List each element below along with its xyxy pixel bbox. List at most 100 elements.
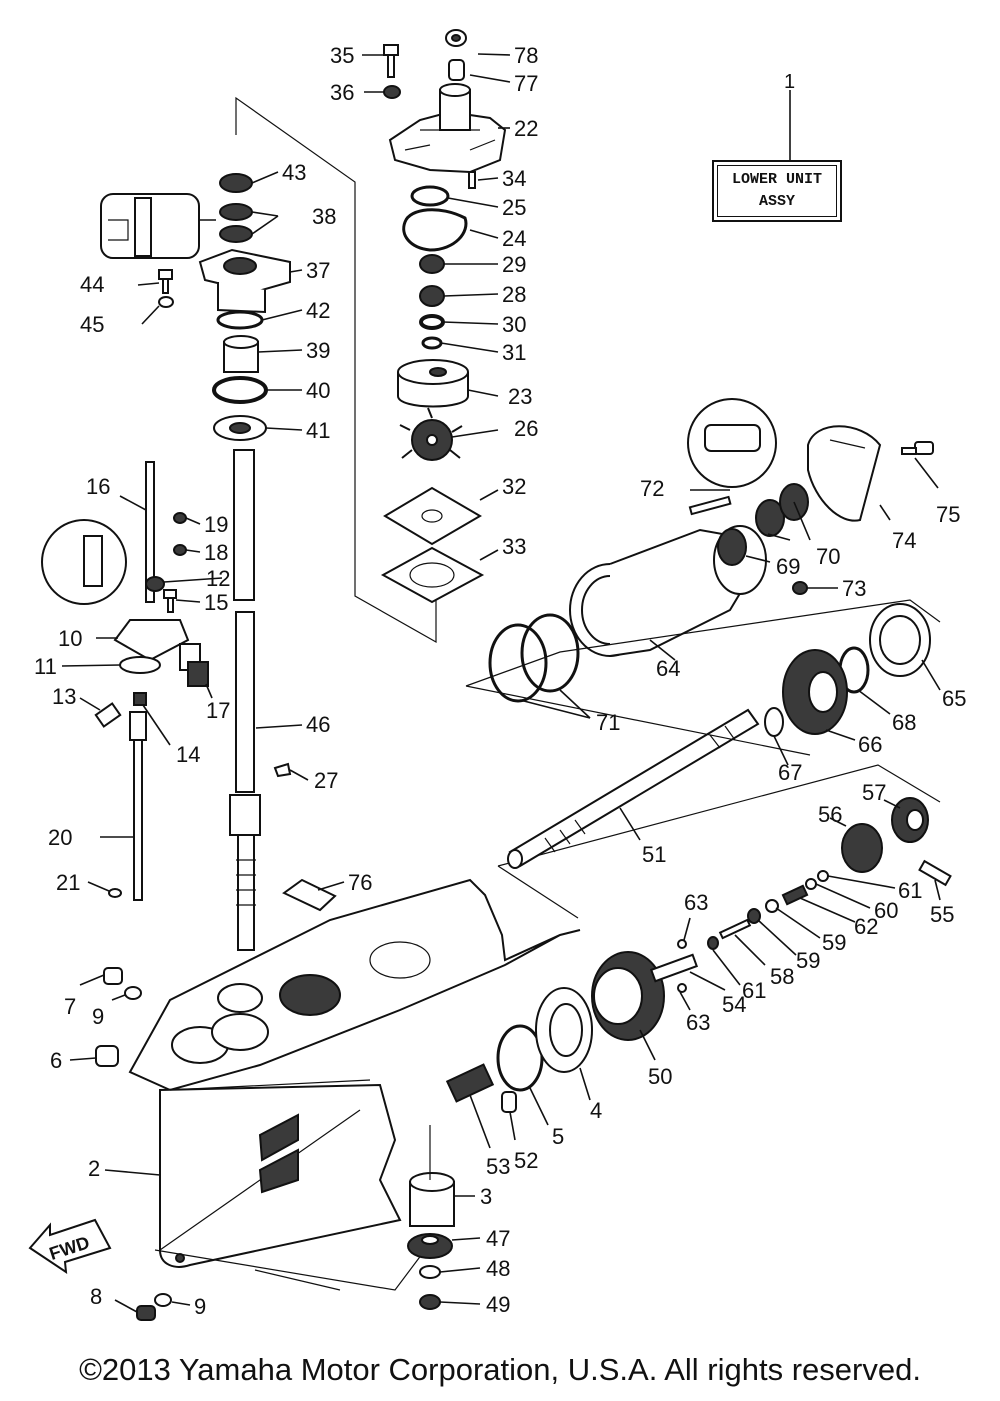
detail-inset-70 [687, 398, 777, 488]
label-73: 73 [842, 576, 866, 601]
thrust-washer-41 [213, 415, 267, 441]
label-27: 27 [314, 768, 338, 793]
label-11: 11 [34, 654, 57, 679]
washer-67 [764, 707, 784, 737]
label-59a: 59 [822, 930, 846, 955]
label-77: 77 [514, 71, 538, 96]
label-69: 69 [776, 554, 800, 579]
label-2: 2 [88, 1156, 100, 1181]
ring-61b [707, 936, 719, 950]
bolt-35 [383, 44, 399, 78]
bearing-3 [409, 1172, 455, 1227]
shift-rod-20 [129, 711, 147, 901]
forward-arrow [28, 1218, 112, 1275]
pinion-47 [407, 1233, 453, 1259]
seal-43 [219, 173, 253, 193]
bearing-65 [869, 603, 931, 677]
pin-52 [501, 1091, 517, 1113]
shift-rod-16 [145, 461, 155, 603]
label-1: 1 [784, 71, 795, 93]
o-rings-71 [488, 613, 580, 703]
dog-clutch-56 [841, 823, 883, 873]
label-49: 49 [486, 1292, 510, 1317]
label-60: 60 [874, 898, 898, 923]
washer-9a [124, 986, 142, 1000]
label-54: 54 [722, 992, 746, 1017]
nut-19 [173, 512, 187, 524]
bushing-6 [95, 1045, 119, 1067]
seal-70 [755, 483, 809, 537]
label-40: 40 [306, 378, 330, 403]
label-21: 21 [56, 870, 80, 895]
copyright-text: ©2013 Yamaha Motor Corporation, U.S.A. A… [79, 1352, 921, 1387]
anode-74 [807, 425, 882, 522]
forward-gear-50 [591, 951, 665, 1041]
label-24: 24 [502, 226, 526, 251]
label-8: 8 [90, 1284, 102, 1309]
label-68: 68 [892, 710, 916, 735]
bolt-75 [901, 441, 934, 455]
label-76: 76 [348, 870, 372, 895]
label-9a: 9 [92, 1004, 104, 1029]
label-50: 50 [648, 1064, 672, 1089]
label-13: 13 [52, 684, 76, 709]
bushing-17 [187, 661, 209, 687]
clip-21 [108, 888, 122, 898]
nut-18 [173, 544, 187, 556]
title-box-line1: LOWER UNIT [731, 171, 822, 188]
shim-40 [212, 376, 268, 404]
label-31: 31 [502, 340, 526, 365]
label-74: 74 [892, 528, 916, 553]
clamp-76 [282, 878, 337, 912]
impeller-26 [399, 407, 463, 461]
callout-numbers: 35 78 77 36 22 34 25 24 29 28 30 31 23 2… [34, 43, 966, 1319]
label-26: 26 [514, 416, 538, 441]
lower-unit-assy-box: LOWER UNIT ASSY [712, 160, 842, 222]
label-25: 25 [502, 195, 526, 220]
o-ring-31 [421, 336, 443, 350]
washer-45 [158, 296, 174, 308]
reverse-gear-57 [891, 797, 929, 843]
label-39: 39 [306, 338, 330, 363]
spring-62 [781, 884, 809, 906]
oil-seal-38 [219, 203, 253, 243]
bolt-15 [163, 589, 177, 613]
label-53: 53 [486, 1154, 510, 1179]
label-17: 17 [206, 698, 230, 723]
label-7: 7 [64, 994, 76, 1019]
cartridge-23 [397, 359, 469, 408]
key-27 [273, 762, 292, 778]
ring-59b [747, 908, 761, 924]
title-box-line2: ASSY [758, 193, 795, 210]
label-30: 30 [502, 312, 526, 337]
label-52: 52 [514, 1148, 538, 1173]
gasket-33 [380, 546, 485, 604]
prop-shaft-housing-64 [569, 525, 767, 657]
grommet-78 [445, 29, 467, 47]
label-70: 70 [816, 544, 840, 569]
seal-29 [419, 254, 445, 274]
label-38: 38 [312, 204, 336, 229]
label-61b: 61 [742, 978, 766, 1003]
bolt-72 [688, 495, 732, 516]
label-71: 71 [596, 710, 620, 735]
label-67: 67 [778, 760, 802, 785]
propeller-shaft-51 [507, 708, 760, 869]
label-3: 3 [480, 1184, 492, 1209]
label-57: 57 [862, 780, 886, 805]
reverse-gear-66 [782, 649, 848, 735]
washer-36 [383, 85, 401, 99]
label-51: 51 [642, 842, 666, 867]
pin-58 [718, 918, 752, 940]
label-63b: 63 [686, 1010, 710, 1035]
bolt-44 [158, 269, 173, 294]
label-22: 22 [514, 116, 538, 141]
ring-60 [805, 878, 817, 890]
label-55: 55 [930, 902, 954, 927]
label-44: 44 [80, 272, 104, 297]
bushing-14 [133, 692, 147, 706]
label-63a: 63 [684, 890, 708, 915]
label-29: 29 [502, 252, 526, 277]
label-42: 42 [306, 298, 330, 323]
